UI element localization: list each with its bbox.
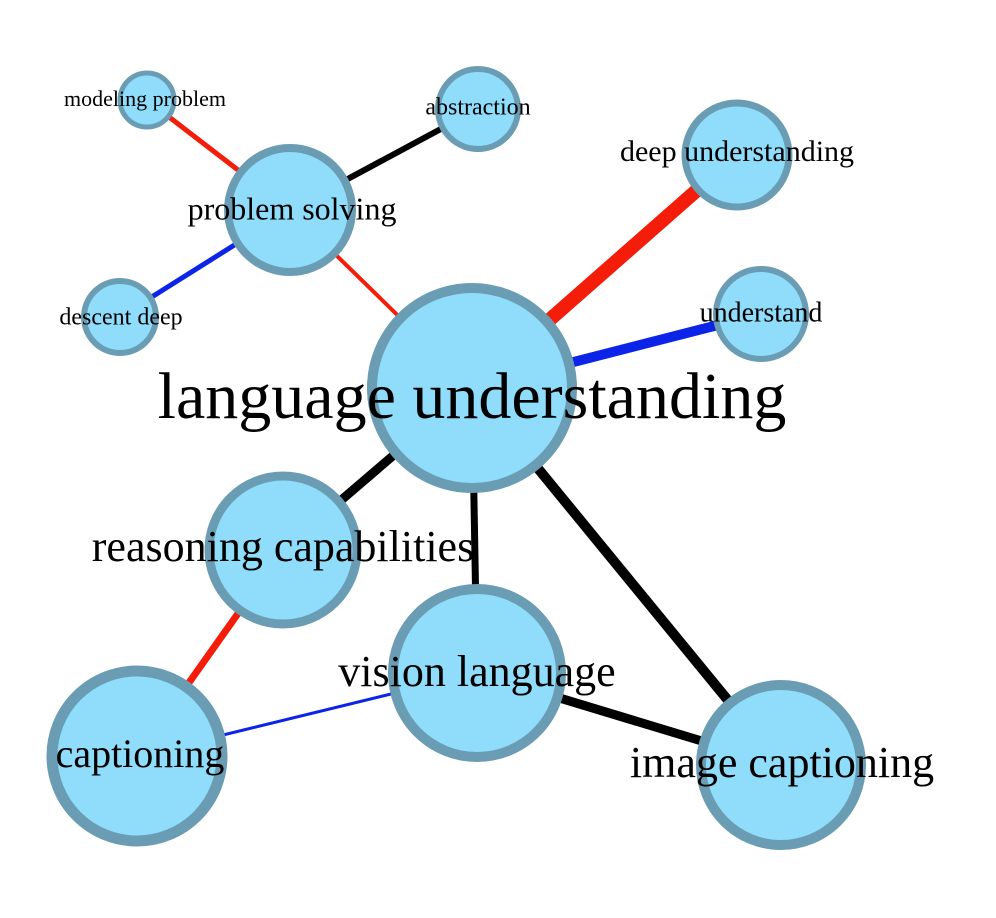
node-label-deep-understanding: deep understanding xyxy=(620,135,854,168)
node-modeling-problem[interactable] xyxy=(117,70,177,130)
node-descent-deep[interactable] xyxy=(81,278,159,356)
nodes-layer xyxy=(46,66,866,850)
node-label-problem-solving: problem solving xyxy=(188,190,397,226)
node-deep-understanding[interactable] xyxy=(681,99,793,211)
node-image-captioning[interactable] xyxy=(696,680,866,850)
node-label-image-captioning: image captioning xyxy=(630,738,934,787)
node-problem-solving[interactable] xyxy=(224,144,356,276)
node-vision-language[interactable] xyxy=(388,584,566,762)
node-language-understanding[interactable] xyxy=(367,283,577,493)
node-label-language-understanding: language understanding xyxy=(158,360,787,433)
node-abstraction[interactable] xyxy=(435,66,521,152)
node-reasoning-capabilities[interactable] xyxy=(204,471,362,629)
node-understand[interactable] xyxy=(713,266,809,362)
node-label-captioning: captioning xyxy=(56,731,225,776)
node-label-vision-language: vision language xyxy=(338,647,615,696)
node-label-descent-deep: descent deep xyxy=(59,305,182,331)
labels-layer: language understanding problem solving mod… xyxy=(56,86,935,787)
node-label-understand: understand xyxy=(700,297,823,328)
node-label-reasoning-capabilities: reasoning capabilities xyxy=(92,522,474,571)
node-captioning[interactable] xyxy=(46,665,228,847)
node-label-modeling-problem: modeling problem xyxy=(64,86,226,111)
node-label-abstraction: abstraction xyxy=(425,95,530,121)
